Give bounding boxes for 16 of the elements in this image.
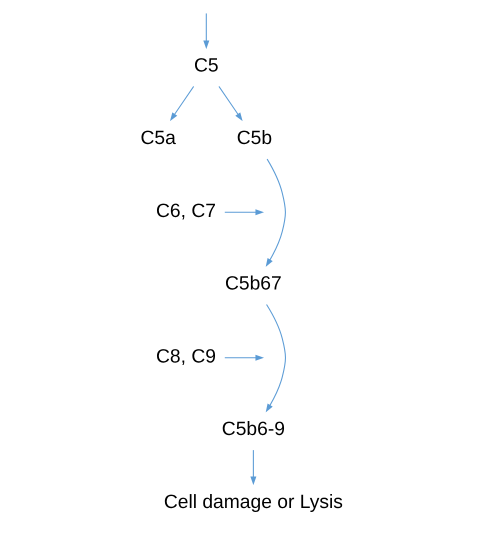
arrow (266, 304, 286, 412)
node-text: C5b (236, 128, 272, 150)
node-text: C5 (194, 55, 219, 76)
arrow (250, 450, 256, 486)
node-text: C6, C7 (156, 200, 216, 222)
arrow (266, 158, 286, 267)
node-text: C5a (140, 128, 176, 150)
arrow (203, 13, 210, 50)
node-text: Cell damage or Lysis (164, 492, 343, 513)
arrow (170, 86, 194, 122)
arrow (224, 354, 264, 361)
node-text: C5b67 (225, 274, 282, 295)
arrow (224, 209, 264, 216)
node-text: C5b6-9 (222, 419, 285, 440)
arrow (218, 86, 243, 122)
node-text: C8, C9 (156, 346, 216, 368)
